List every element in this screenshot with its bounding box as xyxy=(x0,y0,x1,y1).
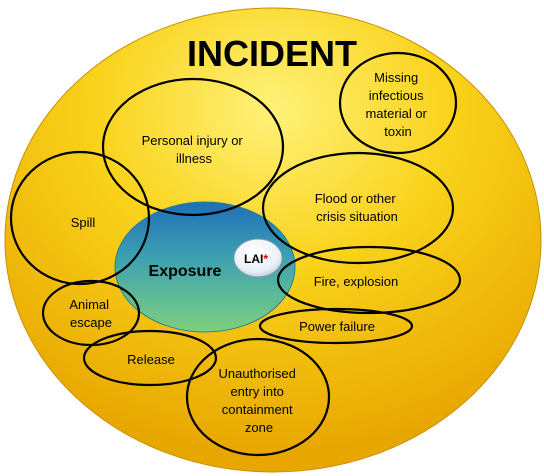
fire-label: Fire, explosion xyxy=(314,274,399,289)
incident-type-outlines xyxy=(9,51,462,457)
flood-line-1: Flood or other xyxy=(315,191,397,206)
missing-material-ellipse xyxy=(338,51,458,155)
missing-line-3: material or xyxy=(365,106,427,121)
unauthorised-line-3: containment xyxy=(222,402,293,417)
lai-label-text: LAI* xyxy=(244,252,268,266)
animal-line-2: escape xyxy=(70,315,112,330)
exposure-label: Exposure xyxy=(149,263,222,280)
unauthorised-entry-label: Unauthorised entry into containment zone xyxy=(219,366,300,435)
missing-line-4: toxin xyxy=(384,124,411,139)
unauthorised-entry-ellipse xyxy=(185,337,331,457)
personal-injury-ellipse xyxy=(101,77,285,217)
incident-title: INCIDENT xyxy=(187,33,357,74)
unauthorised-line-2: entry into xyxy=(230,384,283,399)
spill-line-1: Spill xyxy=(71,215,96,230)
personal-injury-label: Personal injury or illness xyxy=(142,133,247,166)
release-line-1: Release xyxy=(127,352,175,367)
flood-line-2: crisis situation xyxy=(316,209,398,224)
power-failure-ellipse xyxy=(258,307,414,345)
animal-line-1: Animal xyxy=(69,297,109,312)
fire-line-1: Fire, explosion xyxy=(314,274,399,289)
personal-injury-line-2: illness xyxy=(176,151,213,166)
personal-injury-line-1: Personal injury or xyxy=(142,133,244,148)
release-ellipse xyxy=(82,329,218,387)
lai-circle xyxy=(233,238,283,278)
missing-line-1: Missing xyxy=(374,70,418,85)
flood-ellipse xyxy=(261,151,455,265)
animal-escape-label: Animal escape xyxy=(69,297,112,330)
missing-line-2: infectious xyxy=(369,88,424,103)
missing-material-label: Missing infectious material or toxin xyxy=(365,70,430,139)
release-label: Release xyxy=(127,352,175,367)
lai-label: LAI xyxy=(244,252,263,266)
flood-label: Flood or other crisis situation xyxy=(315,191,400,224)
spill-ellipse xyxy=(9,150,151,286)
lai-asterisk: * xyxy=(263,252,268,266)
unauthorised-line-1: Unauthorised xyxy=(219,366,296,381)
power-failure-label: Power failure xyxy=(299,319,375,334)
spill-label: Spill xyxy=(71,215,96,230)
power-line-1: Power failure xyxy=(299,319,375,334)
exposure-circle xyxy=(114,201,296,333)
unauthorised-line-4: zone xyxy=(245,420,273,435)
fire-ellipse xyxy=(276,245,462,315)
